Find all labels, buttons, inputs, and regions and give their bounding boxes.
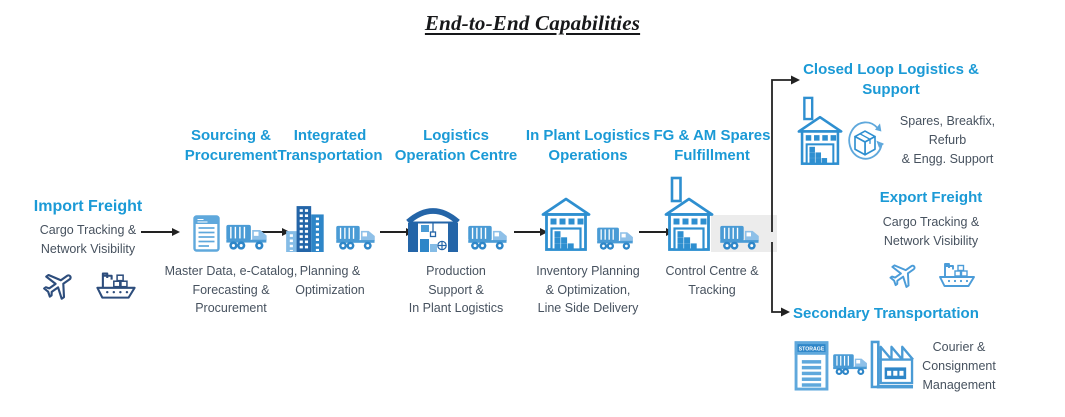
stage-title: Sourcing & Procurement bbox=[184, 127, 278, 164]
truck-icon bbox=[467, 222, 509, 252]
catalog-document-icon bbox=[193, 215, 220, 252]
stage-caption-secondary-transportation: Courier & Consignment Management bbox=[922, 340, 996, 392]
stage-title: In Plant Logistics Operations bbox=[525, 127, 651, 164]
truck-icon bbox=[596, 224, 635, 252]
freight-icons bbox=[18, 267, 158, 302]
branch-connector bbox=[771, 75, 800, 317]
stage-caption: Control Centre & Tracking bbox=[665, 264, 759, 297]
stage-caption: Planning & Optimization bbox=[295, 264, 365, 297]
factory-chimney-icon bbox=[797, 94, 843, 168]
airplane-icon bbox=[38, 268, 80, 302]
stage-caption-closed-loop: Spares, Breakfix, Refurb & Engg. Support bbox=[899, 114, 996, 166]
factory-chimney-icon bbox=[664, 176, 714, 252]
storage-label: STORAGE bbox=[799, 347, 825, 353]
warehouse-hangar-icon bbox=[404, 208, 462, 252]
stage-caption: Inventory Planning & Optimization, Line … bbox=[536, 264, 640, 315]
truck-icon bbox=[832, 351, 869, 377]
stage-title-secondary-transportation: Secondary Transportation bbox=[793, 305, 979, 322]
stage-logistics-operation-centre: Logistics Operation Centre Production Su… bbox=[384, 126, 528, 318]
airplane-icon bbox=[885, 259, 923, 290]
stage-integrated-transportation: Integrated Transportation Planning & Opt… bbox=[263, 126, 397, 299]
cargo-ship-icon bbox=[93, 267, 139, 302]
freight-icons bbox=[858, 258, 1004, 290]
city-buildings-icon bbox=[284, 204, 330, 252]
stage-title: Integrated Transportation bbox=[277, 127, 383, 164]
page-title: End-to-End Capabilities bbox=[424, 11, 641, 35]
stage-title: Logistics Operation Centre bbox=[394, 127, 518, 164]
stage-sourcing-procurement: Sourcing & Procurement Master Data, e-Ca… bbox=[161, 126, 301, 318]
stage-export-freight: Export Freight Cargo Tracking & Network … bbox=[858, 188, 1004, 290]
factory-sawtooth-icon bbox=[869, 334, 914, 391]
flow-arrow-4 bbox=[514, 228, 548, 236]
stage-title: FG & AM Spares Fulfillment bbox=[653, 127, 771, 164]
flow-arrow-1 bbox=[141, 228, 180, 236]
truck-icon bbox=[335, 222, 377, 252]
stage-import-freight: Import Freight Cargo Tracking & Network … bbox=[18, 197, 158, 302]
stage-caption: Production Support & In Plant Logistics bbox=[408, 264, 504, 315]
stage-icons bbox=[384, 166, 528, 252]
reverse-logistics-box-icon bbox=[845, 116, 885, 168]
stage-subtitle: Cargo Tracking & Network Visibility bbox=[39, 223, 137, 256]
stage-title-closed-loop: Closed Loop Logistics & Support bbox=[803, 61, 979, 98]
stage-caption: Master Data, e-Catalog, Forecasting & Pr… bbox=[164, 264, 298, 315]
stage-in-plant-logistics: In Plant Logistics Operations Inventory … bbox=[510, 126, 666, 318]
stage-title: Export Freight bbox=[879, 189, 983, 206]
cargo-ship-icon bbox=[936, 258, 978, 290]
storage-building-icon: STORAGE bbox=[794, 335, 829, 391]
stage-icons bbox=[263, 166, 397, 252]
stage-title: Import Freight bbox=[33, 198, 143, 215]
stage-fg-am-spares-fulfillment: FG & AM Spares Fulfillment Control Centr… bbox=[640, 126, 784, 299]
warehouse-boxes-icon bbox=[541, 196, 591, 252]
stage-subtitle: Cargo Tracking & Network Visibility bbox=[882, 215, 980, 248]
